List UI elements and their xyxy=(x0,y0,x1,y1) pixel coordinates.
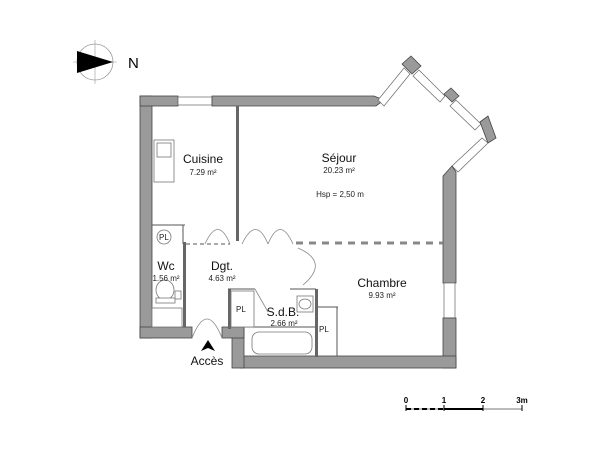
scale-bar: 0 1 2 3m xyxy=(404,396,528,411)
room-name-sdb: S.d.B. xyxy=(267,305,300,319)
closet-label: PL xyxy=(319,325,329,334)
window-bay-2 xyxy=(412,69,446,103)
window-chambre xyxy=(443,282,456,319)
ceiling-height-note: Hsp = 2,50 m xyxy=(316,190,364,199)
north-label: N xyxy=(128,55,139,72)
window-bay-3 xyxy=(449,99,482,131)
entrance-arrow-icon xyxy=(201,340,215,351)
bathtub-icon xyxy=(251,331,313,355)
room-area-chambre: 9.93 m² xyxy=(368,291,395,300)
scale-tick-0: 0 xyxy=(404,396,409,405)
window-bay-4 xyxy=(451,137,489,173)
entrance: Accès xyxy=(191,340,224,368)
room-name-wc: Wc xyxy=(157,259,174,273)
outer-walls xyxy=(139,55,497,369)
closet-dgt xyxy=(230,290,255,328)
window-cuisine xyxy=(177,96,213,106)
door-sejour-left[interactable] xyxy=(241,229,269,245)
toilet-icon xyxy=(155,279,175,301)
room-area-cuisine: 7.29 m² xyxy=(189,168,216,177)
closet-label: PL xyxy=(159,233,169,242)
room-area-sdb: 2.66 m² xyxy=(270,319,297,328)
door-cuisine[interactable] xyxy=(204,229,231,245)
door-chambre[interactable] xyxy=(297,247,316,286)
room-area-wc: 1.56 m² xyxy=(152,274,179,283)
interior-walls xyxy=(152,106,443,357)
room-area-sejour: 20.23 m² xyxy=(323,166,355,175)
window-bay-1 xyxy=(377,67,411,107)
compass: N xyxy=(73,40,139,84)
room-area-dgt: 4.63 m² xyxy=(208,274,235,283)
room-name-chambre: Chambre xyxy=(357,276,407,290)
closet-label: PL xyxy=(236,305,246,314)
door-sdb[interactable] xyxy=(254,288,269,313)
scale-tick-3: 3m xyxy=(516,396,528,405)
scale-tick-2: 2 xyxy=(481,396,486,405)
room-name-sejour: Séjour xyxy=(322,151,357,165)
door-entrance[interactable] xyxy=(191,318,223,339)
entrance-label: Accès xyxy=(191,354,224,368)
room-name-dgt: Dgt. xyxy=(211,259,233,273)
door-sejour-right[interactable] xyxy=(267,229,294,245)
doors xyxy=(191,229,316,339)
room-name-cuisine: Cuisine xyxy=(183,152,223,166)
scale-tick-1: 1 xyxy=(442,396,447,405)
water-heater-icon xyxy=(156,229,172,245)
fixtures: PL PL PL xyxy=(151,139,329,355)
room-labels: Cuisine 7.29 m² Séjour 20.23 m² Hsp = 2,… xyxy=(152,151,407,328)
north-arrow-icon xyxy=(77,51,113,73)
